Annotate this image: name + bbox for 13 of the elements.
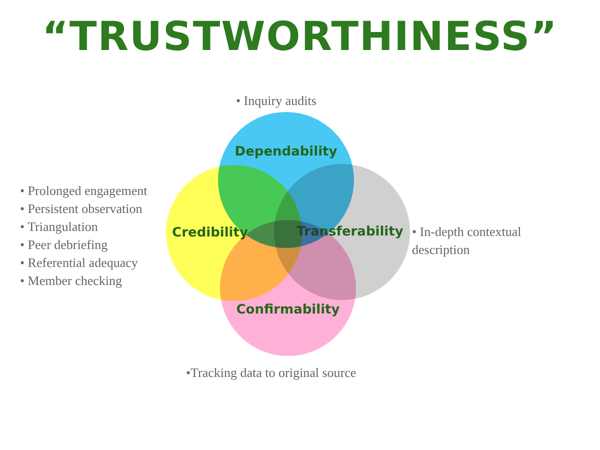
bullet-item: • Triangulation [20,218,99,236]
bullet-item: • Referential adequacy [20,254,139,272]
bullet-item: • Persistent observation [20,200,144,218]
circle-label: Dependability [234,144,338,160]
bullet-item: • In-depth contextual description [412,223,522,259]
title: “TRUSTWORTHINESS” [41,14,559,60]
bullet-item: • Inquiry audits [236,92,316,110]
bullet-item: •Tracking data to original source [186,364,356,382]
circle-label: Credibility [172,226,248,240]
circle-label: Confirmability [236,302,340,318]
bullet-item: • Member checking [20,272,124,290]
bullet-item: • Peer debriefing [20,236,109,254]
bullet-item: • Prolonged engagement [20,182,148,200]
